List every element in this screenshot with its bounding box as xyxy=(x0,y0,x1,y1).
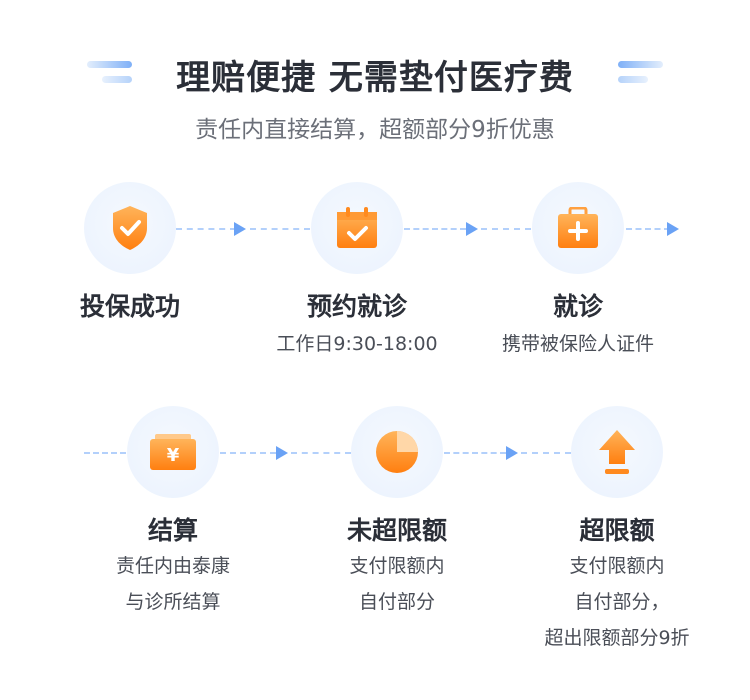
flow-connector xyxy=(250,228,310,230)
step-description: 自付部分， xyxy=(574,591,670,613)
step-description: 责任内由泰康 xyxy=(115,555,230,577)
arrow-right-icon xyxy=(506,446,518,460)
flow-connector xyxy=(521,452,571,454)
step-icon-circle xyxy=(571,406,663,498)
step-icon-circle xyxy=(532,182,624,274)
step-icon-circle xyxy=(311,182,403,274)
flow-connector xyxy=(481,228,531,230)
flow-connector xyxy=(444,452,506,454)
title-decoration-right xyxy=(618,61,663,68)
step-label: 结算 xyxy=(147,516,198,545)
pie-chart-icon xyxy=(376,431,418,473)
svg-text:¥: ¥ xyxy=(167,445,180,466)
page-title: 理赔便捷 无需垫付医疗费 xyxy=(176,58,574,98)
flow-connector xyxy=(626,228,670,230)
title-decoration-right xyxy=(618,76,648,83)
step-description: 携带被保险人证件 xyxy=(501,333,654,355)
arrow-right-icon xyxy=(276,446,288,460)
step-description: 超出限额部分9折 xyxy=(544,627,690,649)
arrow-up-icon xyxy=(599,430,635,474)
step-description: 支付限额内 xyxy=(569,555,665,577)
arrow-right-icon xyxy=(667,222,679,236)
step-label: 超限额 xyxy=(579,516,655,545)
step-description: 工作日9:30-18:00 xyxy=(276,333,438,355)
yen-wallet-icon: ¥ xyxy=(150,434,196,470)
flow-connector xyxy=(220,452,276,454)
step-label: 就诊 xyxy=(552,292,603,321)
title-decoration-left xyxy=(102,76,132,83)
step-icon-circle xyxy=(351,406,443,498)
title-decoration-left xyxy=(87,61,132,68)
step-label: 投保成功 xyxy=(79,292,180,321)
step-label: 未超限额 xyxy=(346,516,447,545)
flow-connector xyxy=(404,228,466,230)
flow-connector xyxy=(291,452,351,454)
flow-connector xyxy=(84,452,126,454)
step-description: 与诊所结算 xyxy=(125,591,221,613)
step-icon-circle xyxy=(84,182,176,274)
shield-check-icon xyxy=(113,206,147,250)
step-label: 预约就诊 xyxy=(306,292,407,321)
arrow-right-icon xyxy=(466,222,478,236)
step-description: 自付部分 xyxy=(358,591,435,613)
step-icon-circle: ¥ xyxy=(127,406,219,498)
page-subtitle: 责任内直接结算，超额部分9折优惠 xyxy=(195,117,555,143)
flow-connector xyxy=(176,228,236,230)
calendar-check-icon xyxy=(337,207,377,248)
medical-kit-icon xyxy=(558,207,598,248)
step-description: 支付限额内 xyxy=(349,555,445,577)
arrow-right-icon xyxy=(234,222,246,236)
